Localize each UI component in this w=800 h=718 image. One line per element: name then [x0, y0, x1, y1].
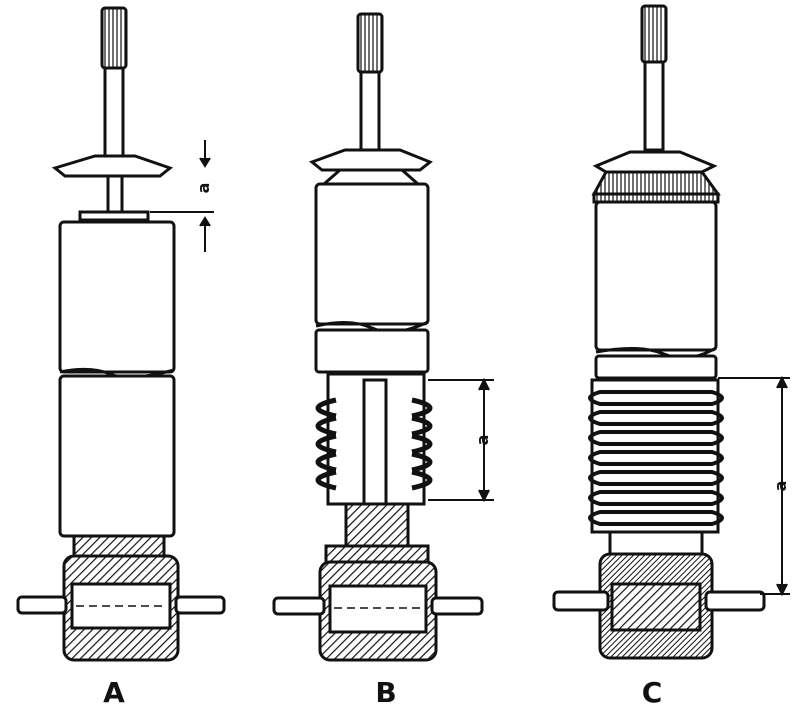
rod-thread-a: [100, 6, 128, 70]
seal-washer-a: [78, 210, 150, 222]
bellows-folds-b: [315, 397, 433, 491]
panel-label-b: B: [375, 676, 397, 709]
dimension-a-marker: [150, 140, 214, 252]
rod-thread-b: [356, 12, 384, 74]
dimension-label-a: a: [194, 183, 213, 194]
lower-cap-c: [608, 530, 704, 556]
upper-plate-c: [592, 150, 718, 174]
dimension-label-b: a: [473, 435, 492, 446]
shock-absorber-b: [272, 12, 484, 662]
shock-absorber-a: [16, 6, 226, 662]
mount-pin-right-b: [430, 596, 484, 616]
upper-plate-a: [51, 154, 174, 178]
bellows-folds-c: [588, 390, 724, 526]
rod-thread-c: [640, 4, 668, 64]
rod-exposed-a: [106, 174, 124, 214]
mount-pin-left-c: [552, 590, 610, 612]
panel-label-c: C: [641, 676, 663, 709]
dimension-b-marker: [428, 377, 494, 503]
body-upper-a: [58, 220, 176, 374]
upper-plate-b: [308, 148, 433, 172]
body-upper-b: [314, 182, 430, 326]
body-lower-b: [314, 328, 430, 374]
cap-c: [591, 170, 721, 196]
body-lower-a: [58, 374, 176, 538]
piston-rod-b: [359, 70, 381, 158]
mount-pin-left-a: [16, 595, 68, 615]
mount-pin-right-a: [174, 595, 226, 615]
dimension-label-c: a: [771, 481, 790, 492]
body-upper-c: [594, 200, 718, 352]
shock-absorber-c: [552, 4, 766, 660]
mount-pin-left-b: [272, 596, 326, 616]
mount-pin-right-c: [704, 590, 766, 612]
eye-sleeve-b: [328, 584, 428, 634]
body-lower-c: [594, 354, 718, 380]
collar-b: [344, 502, 410, 550]
piston-rod-c: [643, 60, 665, 152]
dimension-c-marker: [718, 375, 790, 597]
cap-b: [320, 168, 422, 186]
panel-label-a: A: [103, 676, 125, 709]
eye-sleeve-c: [610, 582, 702, 632]
